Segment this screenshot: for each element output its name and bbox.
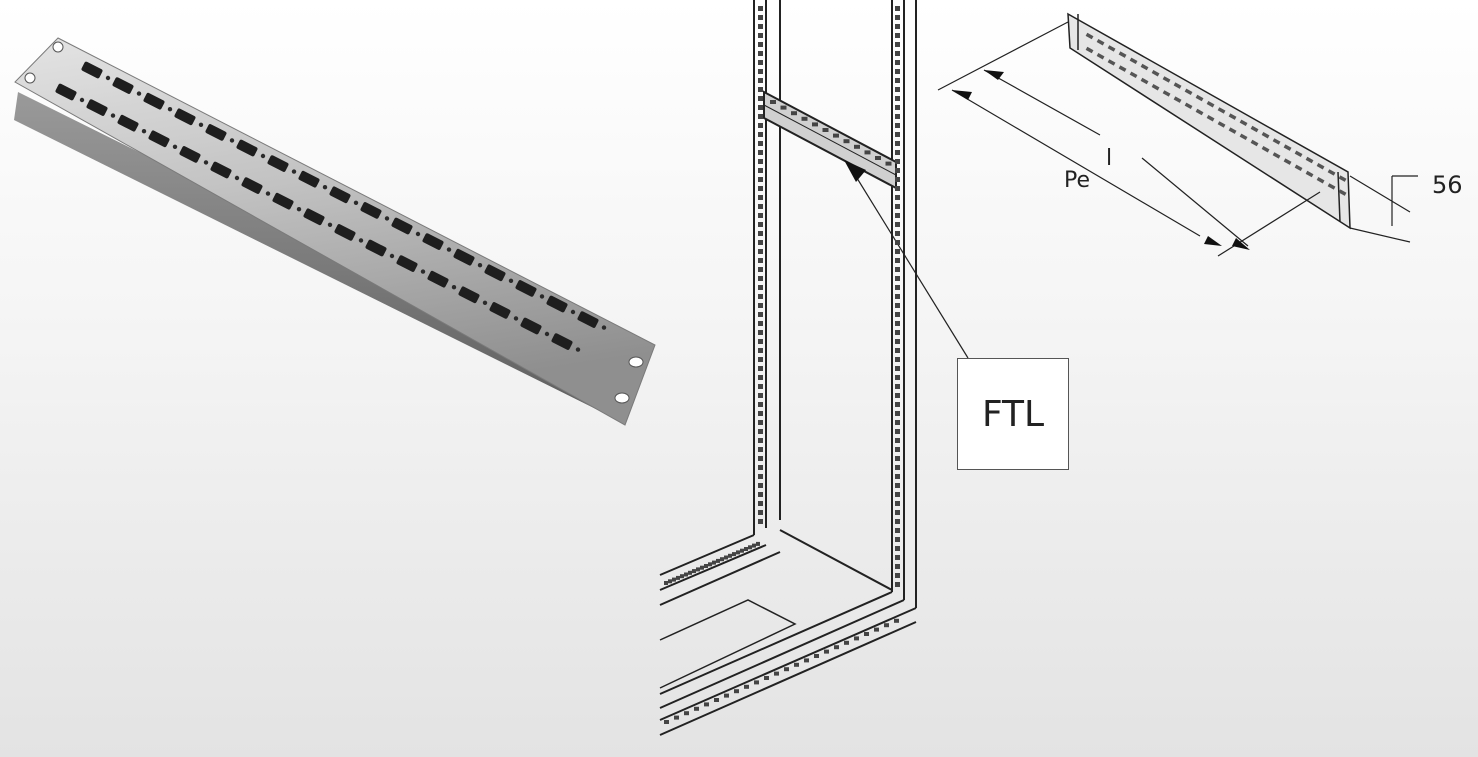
technical-drawing bbox=[659, 0, 1418, 736]
detail-rail-holes bbox=[1085, 32, 1347, 196]
cabinet-base bbox=[659, 529, 917, 736]
dimension-l-label: l bbox=[1106, 146, 1113, 171]
cabinet-right-post bbox=[891, 0, 917, 608]
rail-flange bbox=[14, 92, 622, 422]
cabinet-left-post bbox=[753, 0, 781, 535]
rail-slots bbox=[55, 61, 607, 352]
floor-opening bbox=[659, 599, 797, 689]
post-hole-rows bbox=[664, 6, 900, 724]
ftl-callout-box: FTL bbox=[957, 358, 1069, 470]
dimension-l-line bbox=[983, 69, 1249, 247]
ftl-leader bbox=[851, 169, 969, 359]
rail-product-photo bbox=[14, 37, 656, 426]
ftl-label: FTL bbox=[981, 393, 1045, 435]
dimension-pe-label: Pe bbox=[1064, 168, 1091, 193]
dimension-56-line bbox=[1349, 175, 1418, 243]
dimension-56-label: 56 bbox=[1432, 171, 1463, 199]
